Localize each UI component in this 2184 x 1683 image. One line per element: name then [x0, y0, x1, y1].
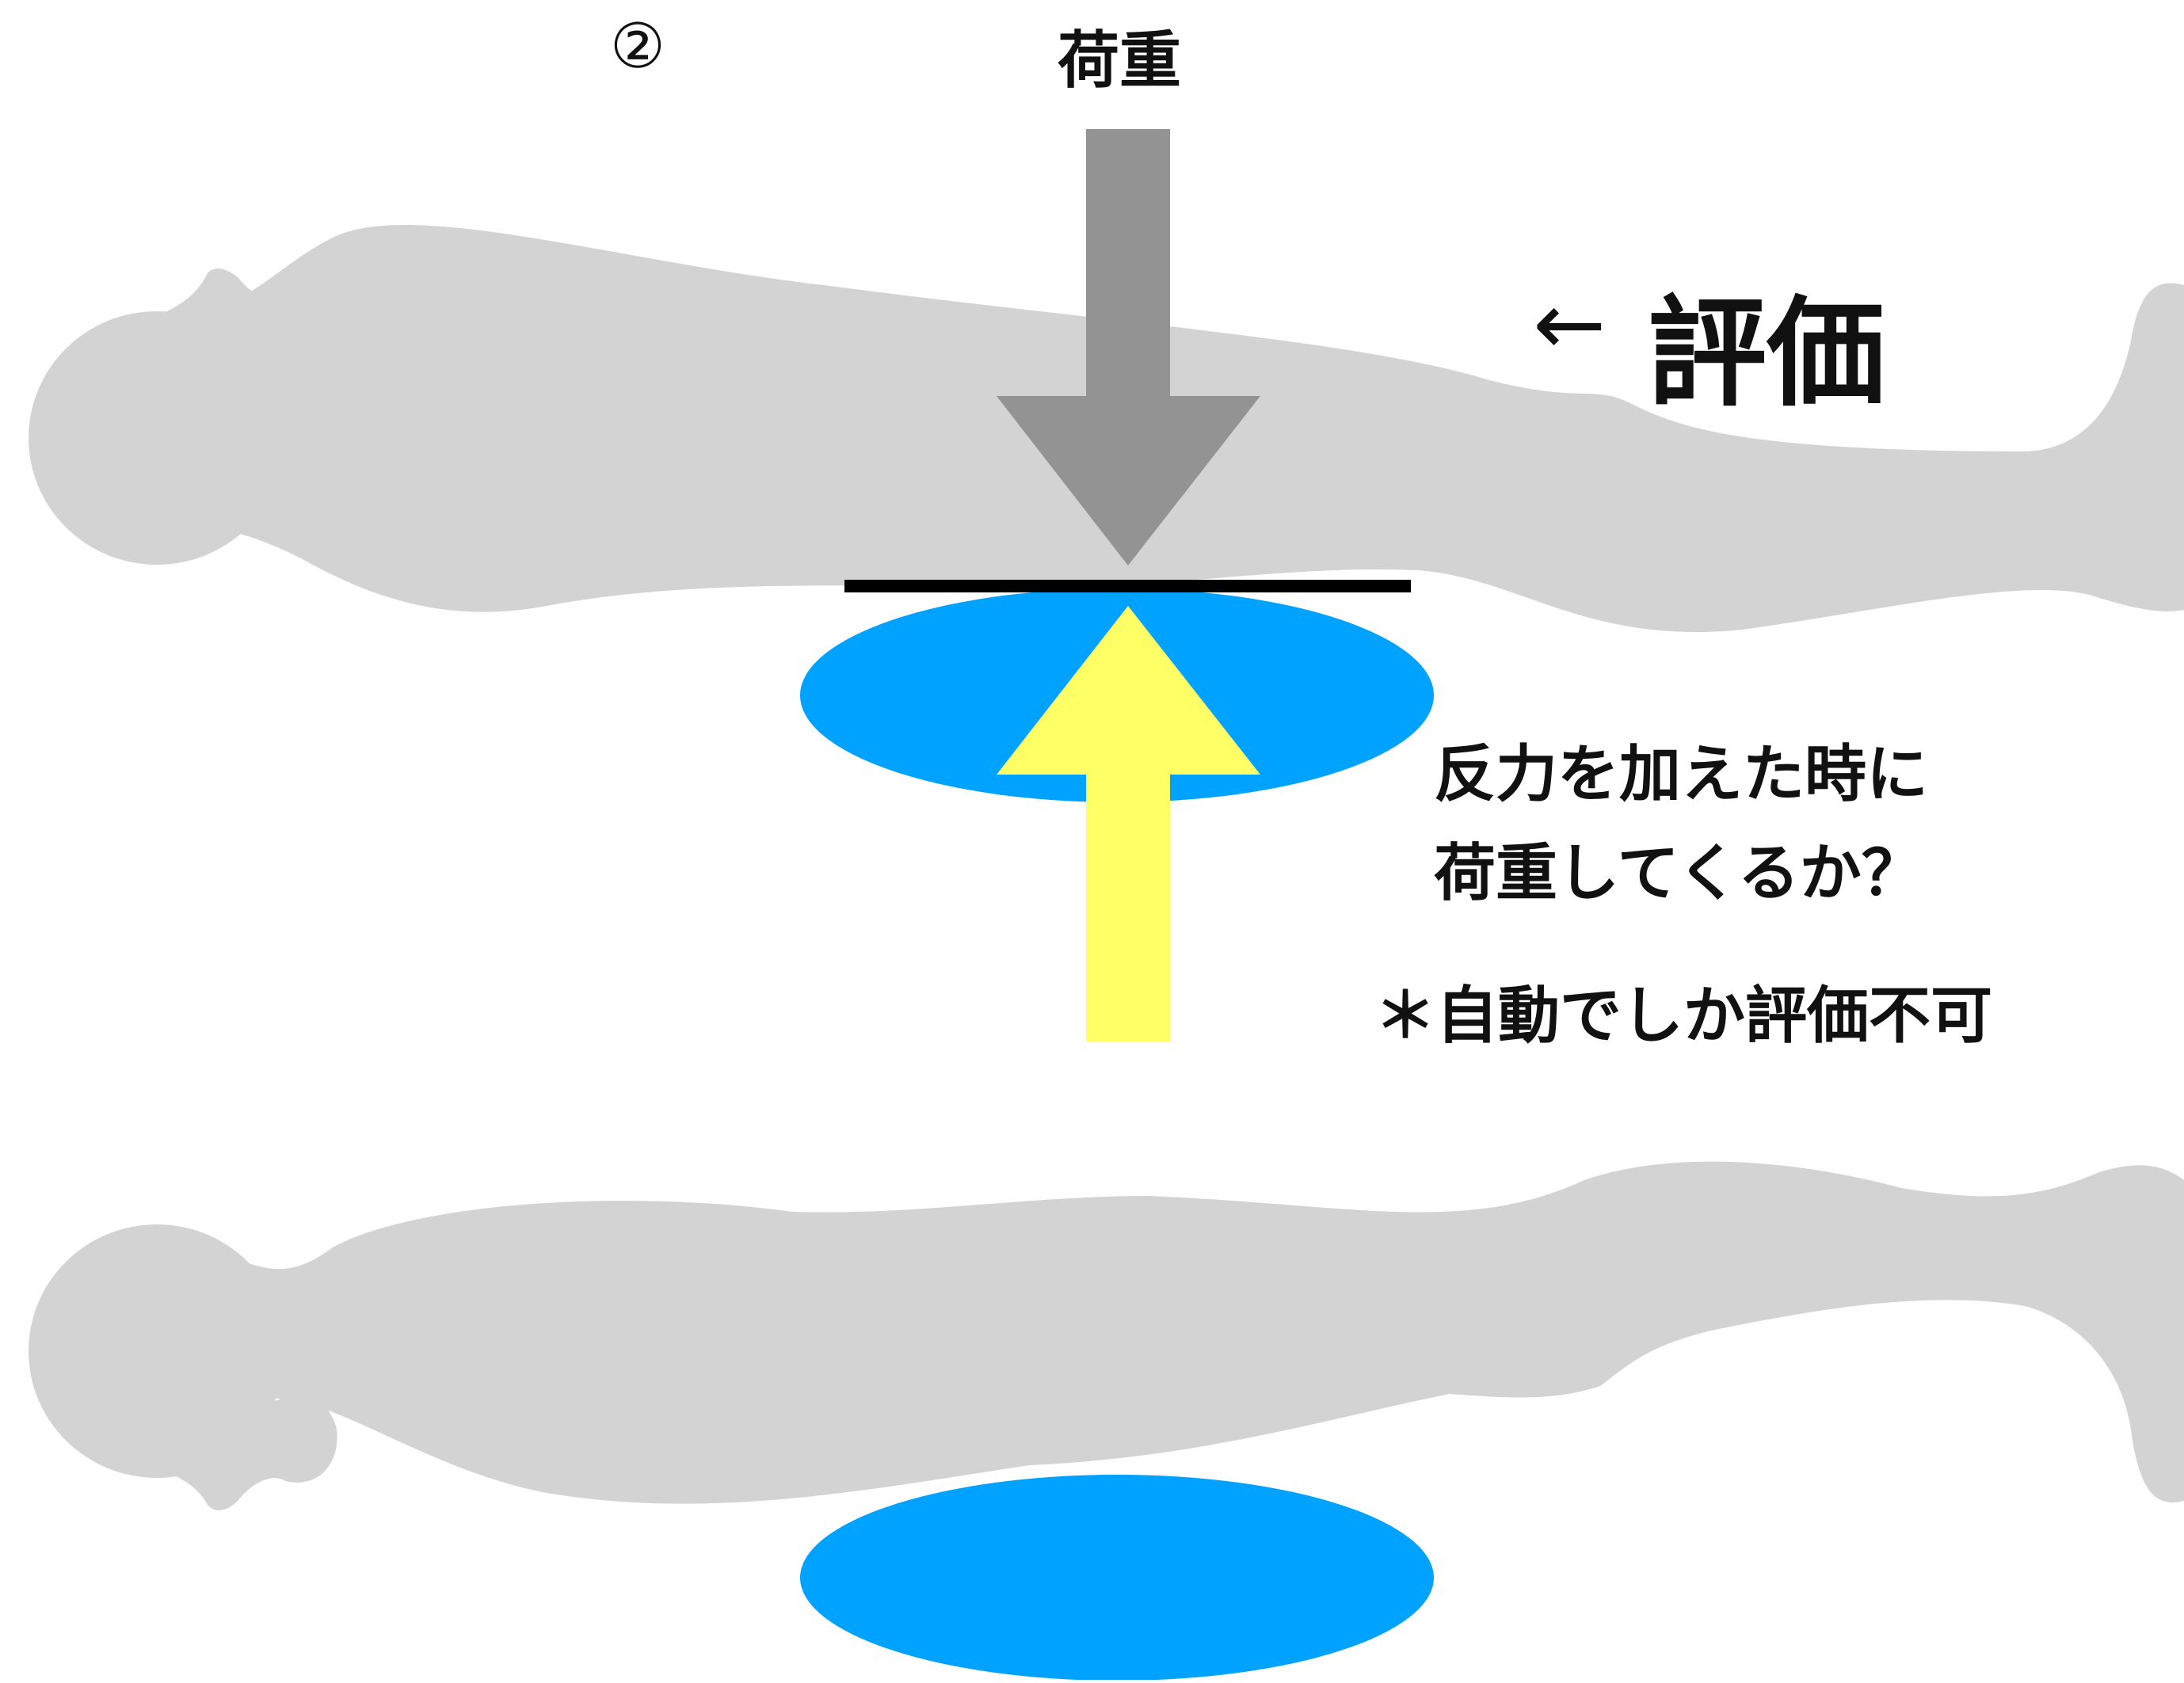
- evaluation-label: 評価: [1648, 285, 1886, 423]
- upper-body-head: [29, 311, 285, 565]
- lower-body-silhouette: [29, 1161, 2184, 1510]
- question-line-1: 反力を加えた時に: [1434, 739, 1929, 810]
- upper-body-face: [119, 268, 515, 444]
- question-line-2: 荷重してくるか？: [1434, 838, 1923, 909]
- load-label: 荷重: [1058, 25, 1182, 97]
- lower-support-cushion: [800, 1475, 1434, 1681]
- note-text: ＊自動でしか評価不可: [1374, 980, 1993, 1052]
- load-arrow: [997, 129, 1260, 565]
- left-arrow-icon: ←: [1533, 273, 1607, 375]
- lower-body-face: [119, 1338, 515, 1510]
- lower-body-head: [29, 1224, 285, 1478]
- contact-line: [844, 580, 1411, 592]
- reaction-arrow: [997, 606, 1260, 1041]
- lower-body-torso: [214, 1161, 2184, 1504]
- step-number-label: ②: [610, 11, 665, 82]
